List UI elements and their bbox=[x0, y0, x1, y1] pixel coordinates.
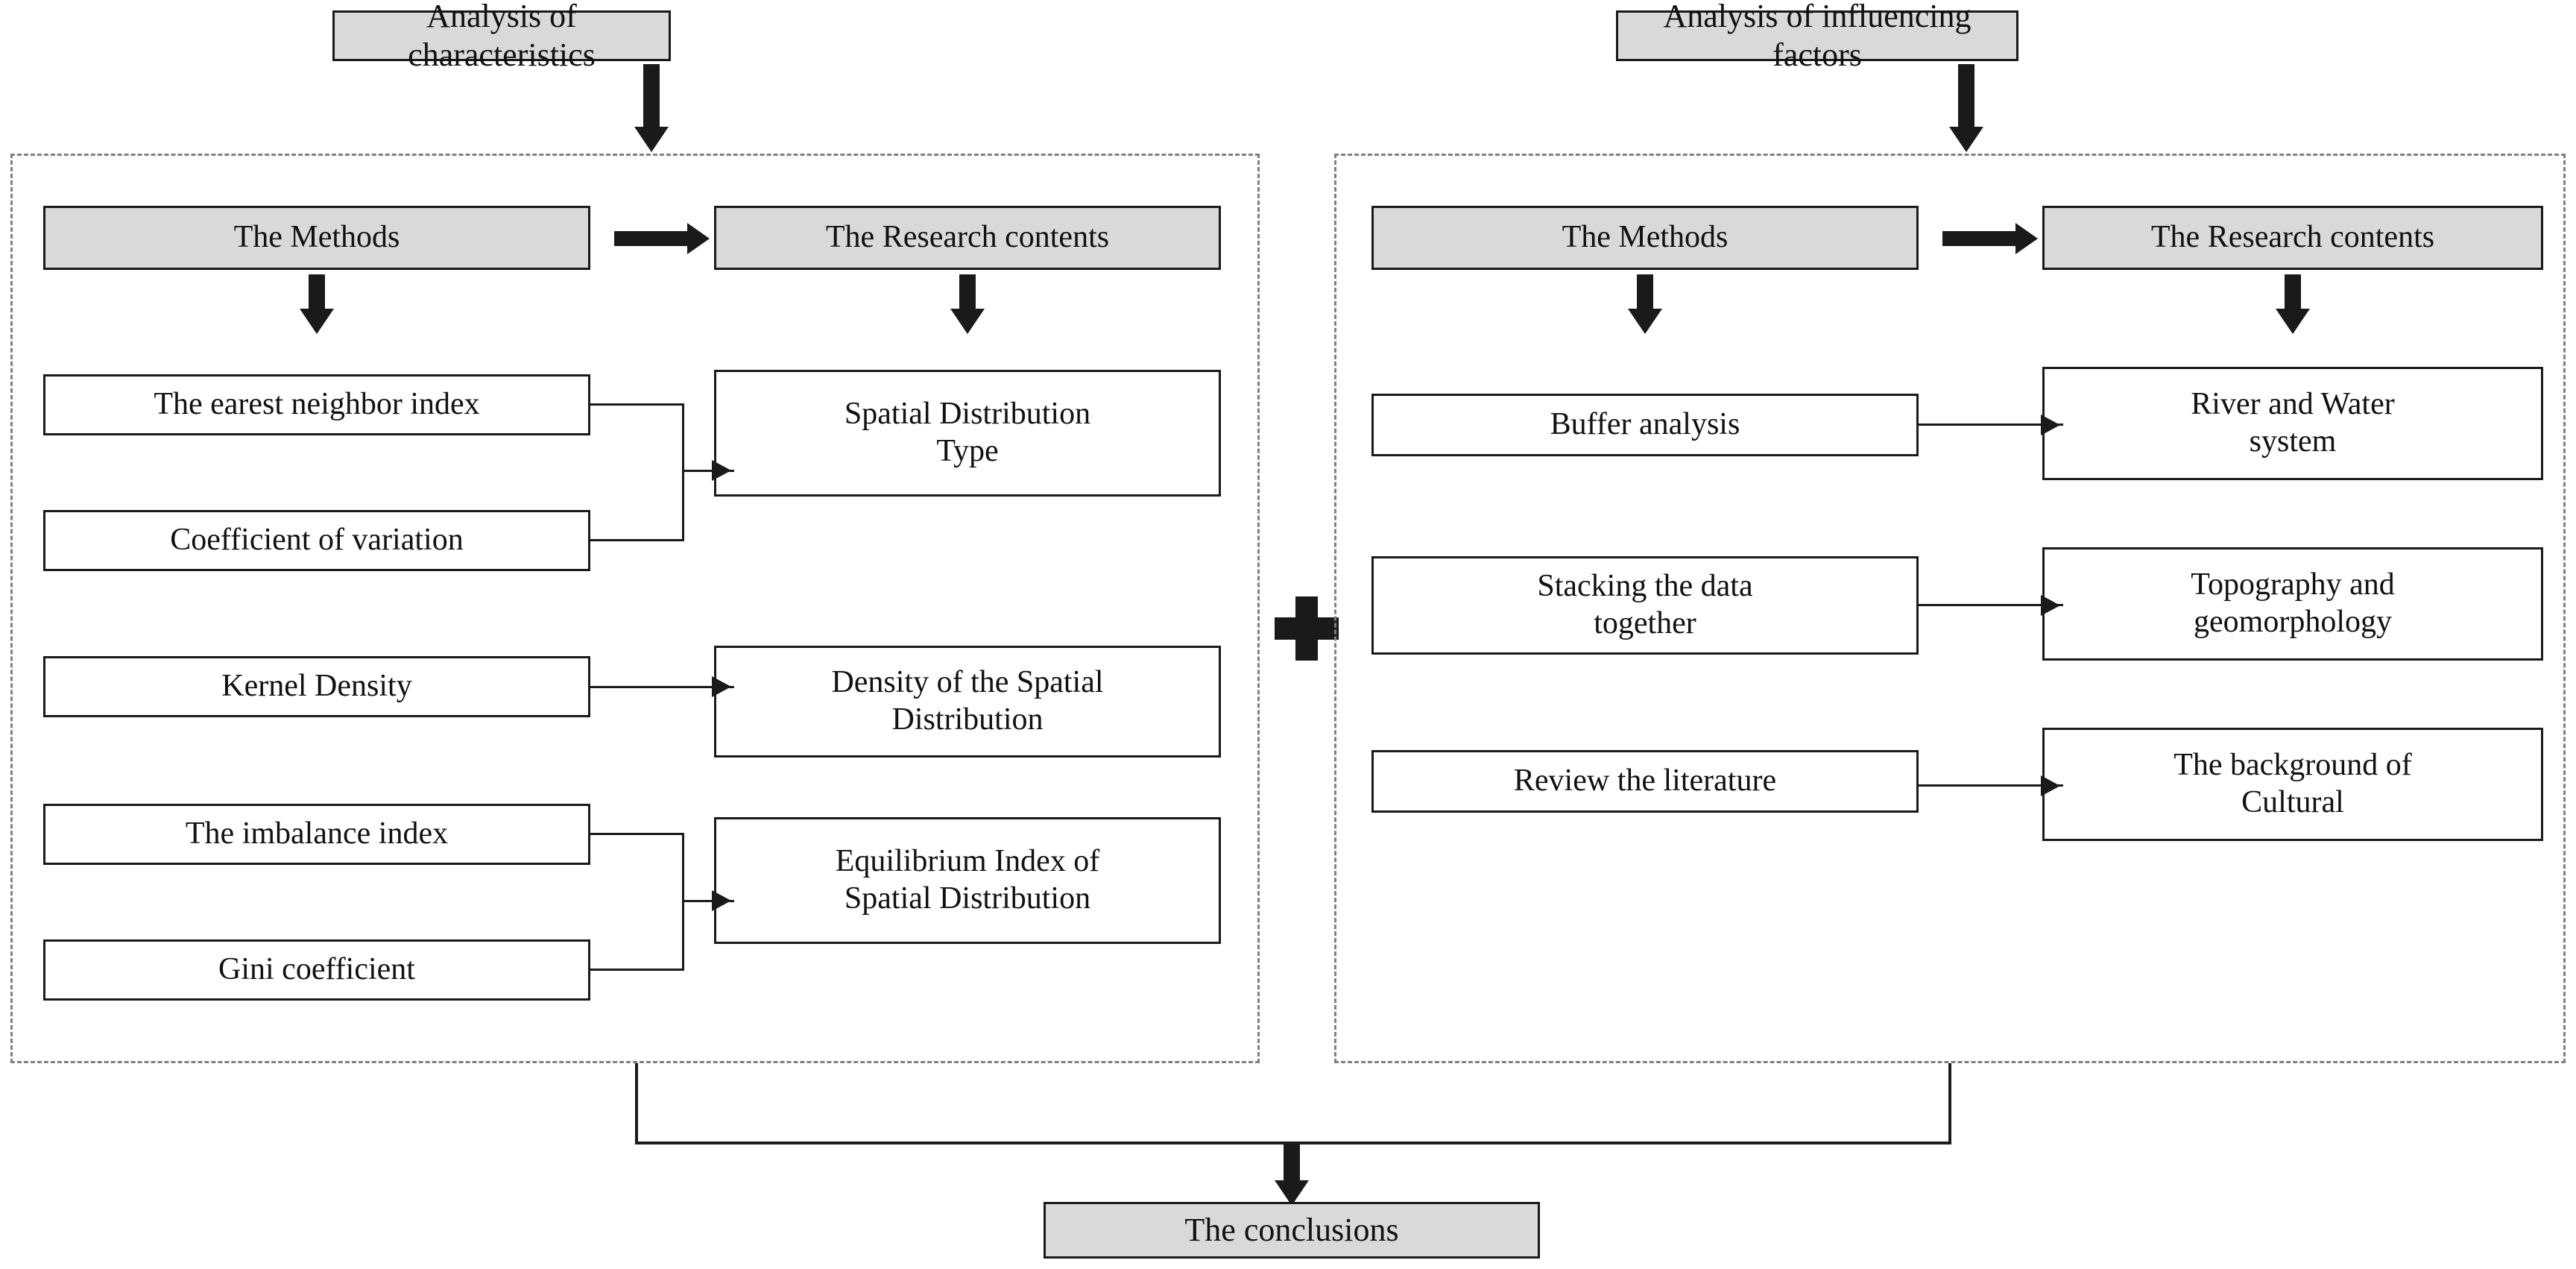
left-connector2-shaft bbox=[589, 686, 734, 688]
left-content-label-2: Density of the Spatial Distribution bbox=[831, 665, 1104, 737]
right-connector3-shaft bbox=[1917, 784, 2063, 787]
right-content-label-1: River and Water system bbox=[2191, 387, 2395, 459]
right-branch-panel bbox=[1334, 154, 2566, 1063]
conclusion-right-riser bbox=[1948, 1063, 1951, 1144]
left-branch-panel bbox=[10, 154, 1260, 1063]
left-connector2-arrow-head bbox=[712, 676, 731, 697]
left-title-to-panel-arrow bbox=[634, 64, 669, 152]
left-content-box-1[interactable]: Spatial Distribution Type bbox=[714, 370, 1221, 497]
left-content-box-3[interactable]: Equilibrium Index of Spatial Distributio… bbox=[714, 817, 1221, 944]
right-method-box-3[interactable]: Review the literature bbox=[1371, 750, 1919, 813]
left-content-label-1: Spatial Distribution Type bbox=[844, 397, 1091, 468]
left-bracket3-arrow-shaft bbox=[682, 900, 734, 902]
left-headers-arrow bbox=[614, 223, 710, 254]
left-content-box-2[interactable]: Density of the Spatial Distribution bbox=[714, 646, 1221, 758]
right-contents-header-label: The Research contents bbox=[2150, 220, 2435, 255]
right-content-box-1[interactable]: River and Water system bbox=[2042, 367, 2543, 480]
right-method-box-2[interactable]: Stacking the data together bbox=[1371, 556, 1919, 655]
left-method-label-3: Kernel Density bbox=[221, 669, 412, 704]
conclusion-label: The conclusions bbox=[1184, 1212, 1399, 1249]
right-contents-down-arrow bbox=[2276, 274, 2310, 334]
left-contents-header-box[interactable]: The Research contents bbox=[714, 206, 1221, 270]
right-connector2-shaft bbox=[1917, 604, 2063, 606]
left-method-label-1: The earest neighbor index bbox=[154, 387, 480, 422]
left-methods-header-label: The Methods bbox=[233, 220, 400, 255]
right-connector3-arrow-head bbox=[2041, 775, 2060, 796]
right-contents-header-box[interactable]: The Research contents bbox=[2042, 206, 2543, 270]
left-bracket3-bottom-stub bbox=[589, 969, 684, 971]
left-content-label-3: Equilibrium Index of Spatial Distributio… bbox=[835, 844, 1100, 916]
right-method-label-2: Stacking the data together bbox=[1537, 569, 1753, 640]
right-methods-header-label: The Methods bbox=[1562, 220, 1729, 255]
right-title-to-panel-arrow bbox=[1949, 64, 1983, 152]
right-methods-header-box[interactable]: The Methods bbox=[1371, 206, 1919, 270]
left-method-box-4[interactable]: The imbalance index bbox=[43, 804, 590, 865]
right-method-label-3: Review the literature bbox=[1513, 763, 1777, 799]
right-connector2-arrow-head bbox=[2041, 595, 2060, 616]
left-bracket1-spine bbox=[682, 403, 684, 541]
left-method-box-1[interactable]: The earest neighbor index bbox=[43, 374, 590, 435]
left-bracket3-top-stub bbox=[589, 833, 684, 835]
left-bracket1-arrow-shaft bbox=[682, 470, 734, 472]
left-methods-header-box[interactable]: The Methods bbox=[43, 206, 590, 270]
left-bracket1-arrow-head bbox=[712, 460, 731, 481]
left-methods-down-arrow bbox=[300, 274, 334, 334]
left-bracket3-arrow-head bbox=[712, 890, 731, 911]
conclusion-box[interactable]: The conclusions bbox=[1044, 1202, 1540, 1259]
left-contents-header-label: The Research contents bbox=[825, 220, 1110, 255]
right-branch-title-box[interactable]: Analysis of influencing factors bbox=[1616, 0, 2018, 73]
left-branch-title-box[interactable]: Analysis of characteristics bbox=[332, 0, 671, 73]
conclusion-down-arrow bbox=[1275, 1143, 1309, 1206]
right-content-label-2: Topography and geomorphology bbox=[2191, 567, 2395, 639]
right-connector1-shaft bbox=[1917, 423, 2063, 426]
left-method-box-5[interactable]: Gini coefficient bbox=[43, 939, 590, 1001]
left-method-label-4: The imbalance index bbox=[185, 816, 449, 851]
left-contents-down-arrow bbox=[950, 274, 985, 334]
right-connector1-arrow-head bbox=[2041, 415, 2060, 435]
right-content-box-3[interactable]: The background of Cultural bbox=[2042, 728, 2543, 841]
left-method-label-2: Coefficient of variation bbox=[170, 523, 464, 558]
right-method-box-1[interactable]: Buffer analysis bbox=[1371, 394, 1919, 456]
right-content-box-2[interactable]: Topography and geomorphology bbox=[2042, 547, 2543, 661]
left-bracket1-top-stub bbox=[589, 403, 684, 406]
right-method-label-1: Buffer analysis bbox=[1550, 407, 1740, 442]
left-branch-title-label: Analysis of characteristics bbox=[408, 0, 596, 73]
right-headers-arrow bbox=[1942, 223, 2038, 254]
plus-combiner-icon bbox=[1275, 596, 1339, 661]
left-method-label-5: Gini coefficient bbox=[218, 952, 415, 987]
right-methods-down-arrow bbox=[1628, 274, 1662, 334]
conclusion-left-riser bbox=[635, 1063, 638, 1144]
right-branch-title-label: Analysis of influencing factors bbox=[1663, 0, 1972, 73]
right-content-label-3: The background of Cultural bbox=[2174, 748, 2412, 819]
left-method-box-3[interactable]: Kernel Density bbox=[43, 656, 590, 717]
left-method-box-2[interactable]: Coefficient of variation bbox=[43, 510, 590, 571]
left-bracket1-bottom-stub bbox=[589, 539, 684, 541]
